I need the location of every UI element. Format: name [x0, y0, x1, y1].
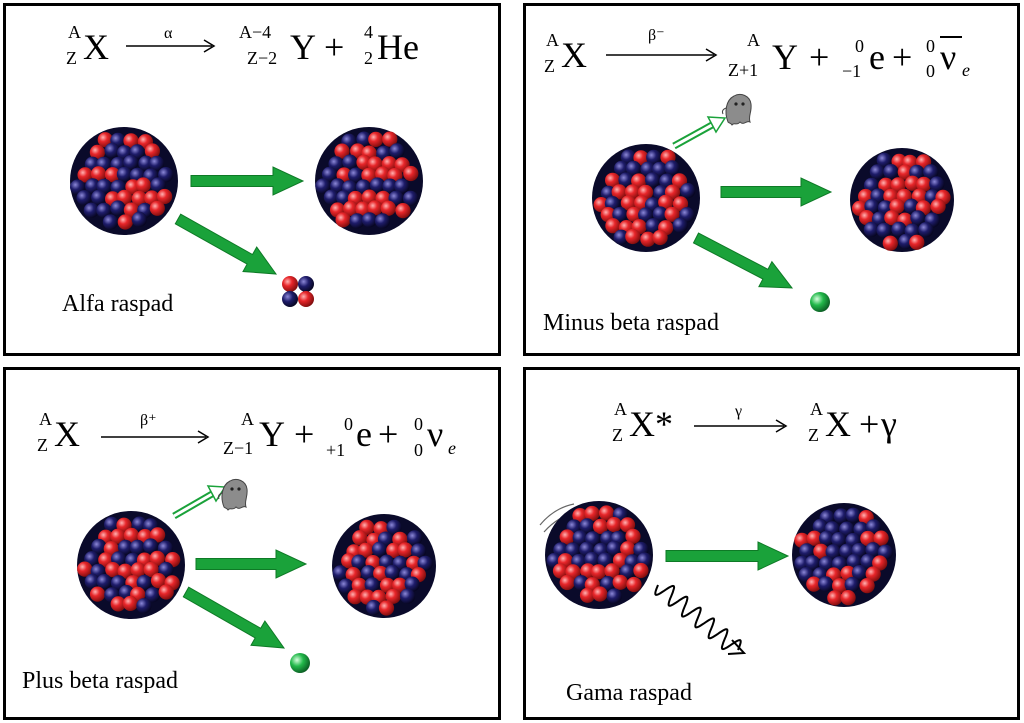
alpha-particle	[282, 276, 314, 307]
beta-minus-decay-arrow	[720, 177, 833, 207]
antineutrino-ghost-icon	[721, 93, 752, 126]
alpha-decay-arrow	[190, 166, 305, 196]
beta-minus-daughter-nucleus	[850, 148, 954, 252]
beta-minus-daughter-mass-number: A	[747, 30, 760, 50]
alpha-daughter-symbol: Y	[290, 27, 316, 67]
beta-plus-daughter-nucleus	[332, 514, 436, 618]
gamma-equation: A Z X* γ A Z X + γ	[612, 399, 897, 445]
electron-particle	[810, 292, 830, 312]
beta-plus-daughter-atomic-number: Z−1	[223, 438, 253, 458]
alpha-parent-mass-number: A	[68, 22, 81, 42]
beta-plus-parent-atomic-number: Z	[37, 435, 48, 455]
beta-plus-emission-arrow	[182, 586, 286, 649]
beta-plus-neutrino-atomic-number: 0	[414, 440, 423, 460]
beta-minus-parent-mass-number: A	[546, 30, 559, 50]
beta-minus-emission-arrow	[692, 232, 794, 289]
beta-minus-parent-symbol: X	[561, 35, 587, 75]
beta-minus-decay-diagram: A Z X β⁻ A Z+1 Y + 0 −1 e + 0 0 ν e	[544, 27, 970, 312]
beta-minus-plus: +	[809, 37, 829, 77]
gamma-reaction-label: γ	[734, 403, 742, 420]
gamma-daughter-symbol: X	[825, 404, 851, 444]
gamma-decay-panel: A Z X* γ A Z X + γ Gama raspad	[523, 367, 1020, 720]
beta-minus-antineutrino-symbol: ν	[940, 37, 956, 77]
beta-plus-parent-symbol: X	[54, 414, 80, 454]
beta-minus-parent-atomic-number: Z	[544, 56, 555, 76]
gamma-decay-diagram: A Z X* γ A Z X + γ	[539, 399, 897, 655]
alpha-helium-symbol: He	[377, 27, 419, 67]
beta-minus-antineutrino-mass-number: 0	[926, 36, 935, 56]
beta-minus-daughter-symbol: Y	[772, 37, 798, 77]
alpha-reaction-label: α	[164, 25, 173, 42]
beta-plus-neutrino-mass-number: 0	[414, 414, 423, 434]
beta-plus-plus-2: +	[378, 414, 398, 454]
gamma-plus: +	[859, 404, 879, 444]
alpha-emission-arrow	[174, 213, 278, 275]
alpha-daughter-mass-number: A−4	[239, 22, 271, 42]
alpha-decay-diagram: A Z X α A−4 Z−2 Y + 4 2 He	[66, 22, 423, 307]
beta-plus-decay-panel: A Z X β⁺ A Z−1 Y + 0 +1 e + 0 0 ν e	[3, 367, 501, 720]
beta-minus-electron-symbol: e	[869, 37, 885, 77]
alpha-parent-nucleus	[70, 127, 178, 235]
alpha-helium-atomic-number: 2	[364, 48, 373, 68]
beta-plus-daughter-mass-number: A	[241, 409, 254, 429]
gamma-parent-symbol: X*	[629, 404, 673, 444]
gamma-daughter-atomic-number: Z	[808, 425, 819, 445]
alpha-helium-mass-number: 4	[364, 22, 373, 42]
beta-minus-caption: Minus beta raspad	[543, 310, 719, 336]
gamma-ray-wave	[654, 584, 747, 655]
alpha-caption: Alfa raspad	[62, 291, 174, 317]
beta-plus-parent-mass-number: A	[39, 409, 52, 429]
beta-plus-positron-mass-number: 0	[344, 414, 353, 434]
alpha-daughter-atomic-number: Z−2	[247, 48, 277, 68]
gamma-daughter-mass-number: A	[810, 399, 823, 419]
gamma-parent-mass-number: A	[614, 399, 627, 419]
neutrino-arrow	[172, 485, 227, 520]
beta-plus-neutrino-symbol: ν	[427, 414, 443, 454]
beta-plus-reaction-label: β⁺	[140, 412, 157, 429]
beta-minus-decay-panel: A Z X β⁻ A Z+1 Y + 0 −1 e + 0 0 ν e	[523, 3, 1020, 356]
beta-minus-equation: A Z X β⁻ A Z+1 Y + 0 −1 e + 0 0 ν e	[544, 27, 970, 81]
beta-minus-plus-2: +	[892, 37, 912, 77]
beta-minus-antineutrino-atomic-number: 0	[926, 61, 935, 81]
gamma-parent-atomic-number: Z	[612, 425, 623, 445]
gamma-decay-arrow	[665, 541, 790, 571]
beta-plus-equation: A Z X β⁺ A Z−1 Y + 0 +1 e + 0 0 ν e	[37, 409, 456, 460]
alpha-decay-panel: A Z X α A−4 Z−2 Y + 4 2 He Alfa raspad	[3, 3, 501, 356]
positron-particle	[290, 653, 310, 673]
beta-plus-positron-symbol: e	[356, 414, 372, 454]
beta-plus-neutrino-subscript: e	[448, 438, 456, 458]
gamma-caption: Gama raspad	[566, 680, 692, 706]
beta-minus-electron-charge-number: −1	[842, 61, 861, 81]
beta-plus-daughter-symbol: Y	[259, 414, 285, 454]
beta-minus-reaction-label: β⁻	[648, 27, 665, 44]
beta-plus-caption: Plus beta raspad	[22, 668, 178, 694]
gamma-parent-nucleus	[545, 501, 653, 609]
alpha-daughter-nucleus	[315, 127, 423, 235]
gamma-photon-symbol: γ	[880, 404, 897, 444]
beta-plus-parent-nucleus	[77, 511, 185, 619]
gamma-daughter-nucleus	[792, 503, 896, 607]
alpha-plus: +	[324, 27, 344, 67]
beta-plus-plus: +	[294, 414, 314, 454]
alpha-parent-symbol: X	[83, 27, 109, 67]
beta-plus-decay-arrow	[195, 549, 308, 579]
alpha-parent-atomic-number: Z	[66, 48, 77, 68]
alpha-equation: A Z X α A−4 Z−2 Y + 4 2 He	[66, 22, 419, 68]
antineutrino-arrow	[672, 116, 727, 150]
beta-minus-parent-nucleus	[592, 144, 700, 252]
beta-minus-antineutrino-subscript: e	[962, 60, 970, 80]
beta-minus-electron-mass-number: 0	[855, 36, 864, 56]
beta-plus-decay-diagram: A Z X β⁺ A Z−1 Y + 0 +1 e + 0 0 ν e	[37, 409, 456, 673]
beta-minus-daughter-atomic-number: Z+1	[728, 60, 758, 80]
neutrino-ghost-icon	[217, 478, 248, 511]
beta-plus-positron-charge-number: +1	[326, 440, 345, 460]
